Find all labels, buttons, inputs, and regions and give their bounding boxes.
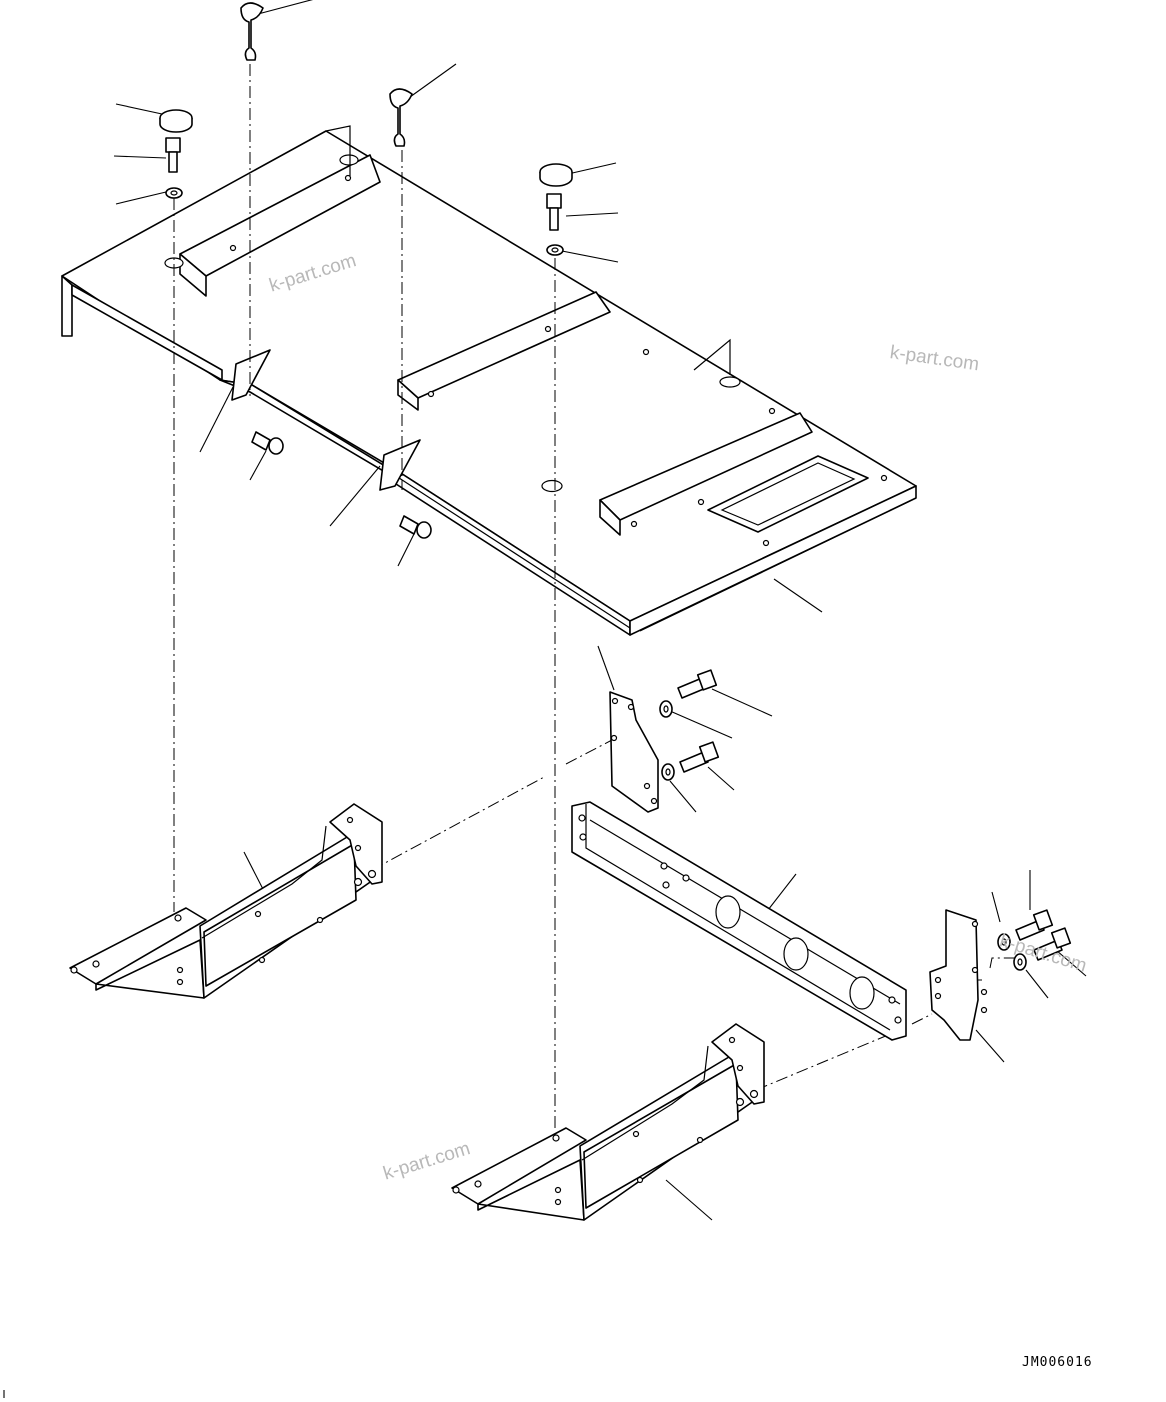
bolt bbox=[165, 137, 181, 173]
cross-member bbox=[571, 801, 907, 1041]
floor-plate bbox=[61, 125, 917, 636]
rear-mount-bracket bbox=[451, 1023, 765, 1221]
mount-bolt bbox=[399, 515, 432, 539]
washer bbox=[546, 244, 564, 256]
rubber-cap bbox=[159, 109, 193, 133]
quick-release-fastener bbox=[389, 88, 413, 147]
bolt bbox=[1015, 909, 1054, 941]
mount-bolt bbox=[251, 431, 284, 455]
drawing-code: JM006016 bbox=[1022, 1355, 1093, 1370]
assembly-center-lines bbox=[173, 64, 1020, 1128]
side-plate-left bbox=[609, 691, 659, 813]
rubber-cap bbox=[539, 163, 573, 187]
quick-release-fastener bbox=[240, 2, 264, 61]
washer bbox=[1013, 953, 1027, 971]
washer bbox=[659, 700, 673, 718]
leader-lines bbox=[113, 0, 1087, 1221]
washer bbox=[997, 933, 1011, 951]
bolt bbox=[546, 193, 562, 231]
washer bbox=[661, 763, 675, 781]
bolt bbox=[1033, 927, 1072, 961]
side-plate-right bbox=[929, 909, 988, 1041]
washer bbox=[165, 187, 183, 199]
bolt bbox=[677, 669, 718, 699]
bolt bbox=[679, 741, 720, 773]
front-mount-bracket bbox=[69, 803, 383, 999]
